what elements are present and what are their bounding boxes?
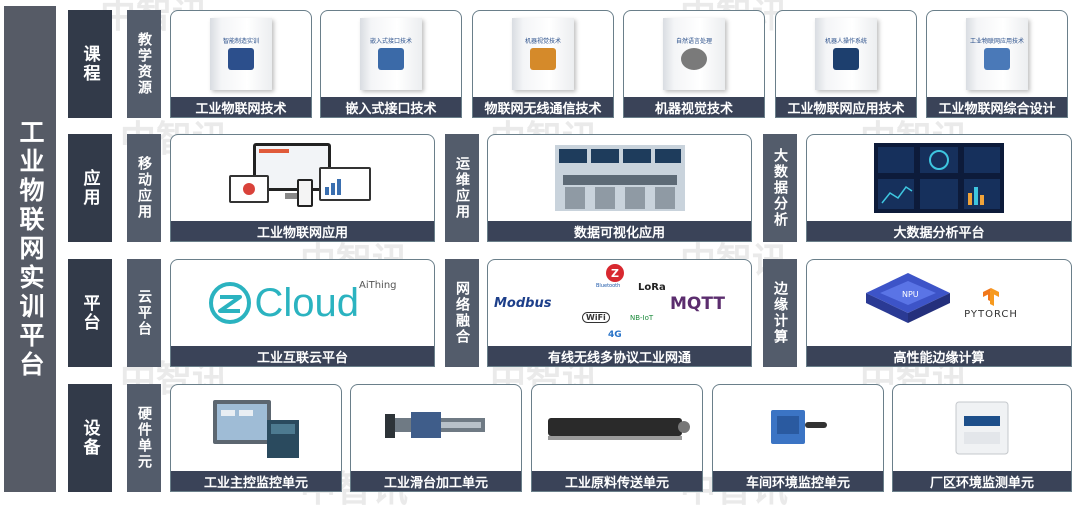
bluetooth-text: Bluetooth xyxy=(596,283,621,289)
app-card-visual[interactable]: 数据可视化应用 xyxy=(487,134,752,242)
zigbee-icon: Z xyxy=(606,264,624,282)
book-title: 工业物联网应用技术 xyxy=(970,38,1025,45)
platform-card-edge[interactable]: NPU PYTORCH 高性能边缘计算 xyxy=(806,259,1072,367)
platform-caption: 工业互联云平台 xyxy=(171,346,434,366)
tensorflow-icon xyxy=(982,287,999,306)
book-cover: 工业物联网应用技术 xyxy=(966,18,1028,90)
row-label-device-text: 设备 xyxy=(79,419,100,457)
sub-label-hardware-text: 硬件单元 xyxy=(136,406,152,470)
row-label-course-text: 课程 xyxy=(79,45,100,83)
proximity-sensor-photo xyxy=(713,385,883,471)
course-caption: 工业物联网综合设计 xyxy=(927,97,1067,117)
platform-card-network[interactable]: Z Bluetooth LoRa Modbus MQTT WiFi NB-IoT… xyxy=(487,259,752,367)
devices-mockup xyxy=(171,135,434,221)
device-card-1[interactable]: 工业主控监控单元 xyxy=(170,384,342,492)
4g-text: 4G xyxy=(608,330,622,340)
sub-label-hardware: 硬件单元 xyxy=(127,384,161,492)
protocol-logos: Z Bluetooth LoRa Modbus MQTT WiFi NB-IoT… xyxy=(488,260,751,346)
dashboard-screenshot xyxy=(807,135,1071,221)
course-card-3[interactable]: 机器视觉技术 物联网无线通信技术 xyxy=(472,10,614,118)
row-label-course: 课程 xyxy=(68,10,112,118)
course-caption: 工业物联网应用技术 xyxy=(776,97,916,117)
conveyor-photo xyxy=(532,385,702,471)
zcloud-mark-icon xyxy=(209,282,252,324)
zcloud-text: Cloud xyxy=(254,280,359,325)
sub-label-teaching-text: 教学资源 xyxy=(136,32,152,96)
course-caption: 机器视觉技术 xyxy=(624,97,764,117)
npu-text: NPU xyxy=(902,290,919,299)
course-card-4[interactable]: 自然语言处理 机器视觉技术 xyxy=(623,10,765,118)
mqtt-text: MQTT xyxy=(670,294,725,314)
slide-table-photo xyxy=(351,385,521,471)
row-label-platform-text: 平台 xyxy=(79,294,100,332)
course-card-2[interactable]: 嵌入式接口技术 嵌入式接口技术 xyxy=(320,10,462,118)
edge-compute-graphic: NPU PYTORCH xyxy=(807,260,1071,346)
course-caption: 嵌入式接口技术 xyxy=(321,97,461,117)
device-caption: 车间环境监控单元 xyxy=(713,471,883,491)
book-title: 嵌入式接口技术 xyxy=(369,38,412,45)
book-cover: 自然语言处理 xyxy=(663,18,725,90)
device-card-3[interactable]: 工业原料传送单元 xyxy=(531,384,703,492)
course-card-5[interactable]: 机器人操作系统 工业物联网应用技术 xyxy=(775,10,917,118)
device-caption: 工业滑台加工单元 xyxy=(351,471,521,491)
book-cover: 机器人操作系统 xyxy=(815,18,877,90)
control-room-photo xyxy=(488,135,751,221)
modbus-text: Modbus xyxy=(494,296,552,311)
book-cover: 智能制造实训 xyxy=(210,18,272,90)
book-cover: 嵌入式接口技术 xyxy=(360,18,422,90)
env-monitor-photo xyxy=(893,385,1071,471)
app-card-bigdata[interactable]: 大数据分析平台 xyxy=(806,134,1072,242)
book-title: 机器人操作系统 xyxy=(824,38,867,45)
main-title: 工业物联网实训平台 xyxy=(16,118,45,380)
sub-label-ops-text: 运维应用 xyxy=(454,156,470,220)
sub-label-cloud-text: 云平台 xyxy=(136,289,152,337)
course-caption: 工业物联网技术 xyxy=(171,97,311,117)
sub-label-ops: 运维应用 xyxy=(445,134,479,242)
app-caption: 工业物联网应用 xyxy=(171,221,434,241)
sub-label-edge-text: 边缘计算 xyxy=(772,281,788,345)
sub-label-teaching: 教学资源 xyxy=(127,10,161,118)
device-card-4[interactable]: 车间环境监控单元 xyxy=(712,384,884,492)
device-caption: 工业主控监控单元 xyxy=(171,471,341,491)
main-title-bar: 工业物联网实训平台 xyxy=(4,6,56,492)
device-caption: 工业原料传送单元 xyxy=(532,471,702,491)
plc-hmi-photo xyxy=(171,385,341,471)
aithing-text: AiThing xyxy=(358,280,397,291)
row-label-app-text: 应用 xyxy=(79,169,100,207)
book-cover: 机器视觉技术 xyxy=(512,18,574,90)
lora-text: LoRa xyxy=(638,282,666,293)
sub-label-edge: 边缘计算 xyxy=(763,259,797,367)
platform-caption: 有线无线多协议工业网通 xyxy=(488,346,751,366)
device-card-5[interactable]: 厂区环境监测单元 xyxy=(892,384,1072,492)
course-card-6[interactable]: 工业物联网应用技术 工业物联网综合设计 xyxy=(926,10,1068,118)
pytorch-text: PYTORCH xyxy=(964,308,1018,320)
sub-label-network: 网络融合 xyxy=(445,259,479,367)
app-caption: 数据可视化应用 xyxy=(488,221,751,241)
sub-label-cloud: 云平台 xyxy=(127,259,161,367)
platform-caption: 高性能边缘计算 xyxy=(807,346,1071,366)
npu-chip-icon xyxy=(866,273,951,323)
course-card-1[interactable]: 智能制造实训 工业物联网技术 xyxy=(170,10,312,118)
nbiot-text: NB-IoT xyxy=(630,314,654,322)
device-card-2[interactable]: 工业滑台加工单元 xyxy=(350,384,522,492)
sub-label-bigdata: 大数据分析 xyxy=(763,134,797,242)
sub-label-bigdata-text: 大数据分析 xyxy=(772,148,788,228)
platform-card-cloud[interactable]: Cloud AiThing 工业互联云平台 xyxy=(170,259,435,367)
book-title: 机器视觉技术 xyxy=(524,38,561,45)
course-caption: 物联网无线通信技术 xyxy=(473,97,613,117)
sub-label-network-text: 网络融合 xyxy=(454,281,470,345)
wifi-text: WiFi xyxy=(582,312,610,323)
book-title: 智能制造实训 xyxy=(222,38,259,45)
device-caption: 厂区环境监测单元 xyxy=(893,471,1071,491)
sub-label-mobile: 移动应用 xyxy=(127,134,161,242)
app-caption: 大数据分析平台 xyxy=(807,221,1071,241)
row-label-device: 设备 xyxy=(68,384,112,492)
zcloud-logo: Cloud AiThing xyxy=(171,260,434,346)
row-label-platform: 平台 xyxy=(68,259,112,367)
sub-label-mobile-text: 移动应用 xyxy=(136,156,152,220)
book-title: 自然语言处理 xyxy=(675,38,712,45)
row-label-app: 应用 xyxy=(68,134,112,242)
app-card-iot[interactable]: 工业物联网应用 xyxy=(170,134,435,242)
